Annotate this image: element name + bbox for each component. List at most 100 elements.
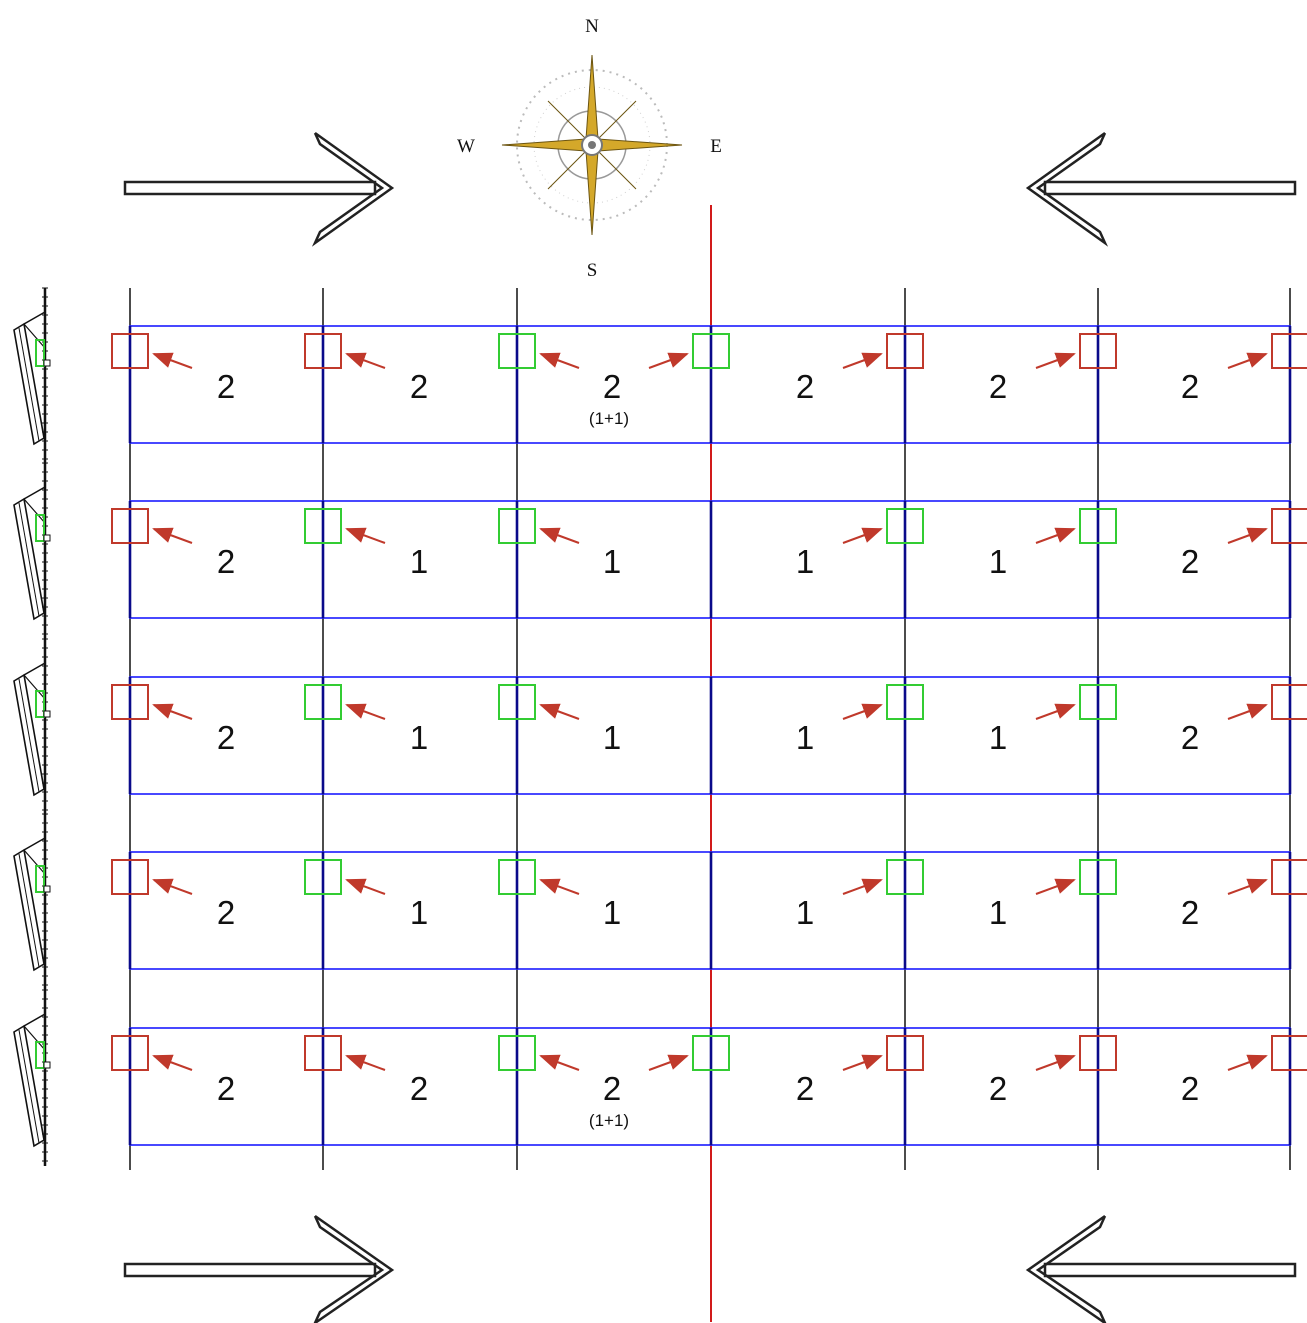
pointer-arrow (539, 352, 580, 369)
compass-south-label: S (587, 260, 598, 281)
marker-red (886, 1035, 924, 1071)
marker-green (304, 859, 342, 895)
row-2-labels: 2 1 1 1 1 2 (217, 719, 1199, 756)
count-label: 2 (217, 1070, 235, 1107)
count-label: 2 (217, 719, 235, 756)
pointer-arrow (842, 352, 883, 369)
marker-red (1271, 859, 1307, 895)
panel-row (128, 1027, 1292, 1146)
pointer-arrow (539, 703, 580, 720)
count-label: 1 (603, 894, 621, 931)
pointer-arrow (539, 878, 580, 895)
count-label: 1 (796, 894, 814, 931)
marker-red (886, 333, 924, 369)
pointer-arrow (842, 703, 883, 720)
direction-arrow-bottom-left (123, 1214, 395, 1323)
count-label: 1 (989, 543, 1007, 580)
marker-red (1271, 684, 1307, 720)
direction-arrow-top-left (123, 131, 395, 247)
panel-rows (128, 325, 1292, 1146)
count-label: 1 (989, 894, 1007, 931)
count-label: 2 (796, 368, 814, 405)
sub-count-label: (1+1) (589, 409, 629, 428)
marker-red (111, 684, 149, 720)
count-label: 2 (989, 1070, 1007, 1107)
marker-green (1079, 508, 1117, 544)
marker-green (498, 684, 536, 720)
pointer-arrow (1227, 1054, 1268, 1071)
pointer-arrow (1035, 878, 1076, 895)
pointer-arrow (345, 703, 386, 720)
count-label: 2 (989, 368, 1007, 405)
pointer-arrow (1035, 703, 1076, 720)
compass-east-label: E (710, 136, 722, 157)
count-label: 2 (603, 1070, 621, 1107)
side-elevation-view (13, 989, 51, 1166)
pointer-arrow (648, 1054, 689, 1071)
marker-red (1271, 333, 1307, 369)
marker-green (498, 859, 536, 895)
marker-green (498, 508, 536, 544)
marker-red (111, 508, 149, 544)
pointer-arrow (1227, 878, 1268, 895)
marker-red (304, 333, 342, 369)
count-label: 2 (603, 368, 621, 405)
side-elevation-views (13, 287, 51, 1166)
count-label: 2 (1181, 1070, 1199, 1107)
count-label: 1 (603, 719, 621, 756)
marker-red (1271, 1035, 1307, 1071)
pointer-arrow (345, 1054, 386, 1071)
pointer-arrow (1227, 527, 1268, 544)
marker-layer (111, 333, 1307, 1071)
marker-red (111, 333, 149, 369)
pointer-arrow (842, 1054, 883, 1071)
marker-red (111, 859, 149, 895)
marker-green (498, 1035, 536, 1071)
count-label: 1 (603, 543, 621, 580)
count-label: 2 (1181, 719, 1199, 756)
count-label: 1 (410, 894, 428, 931)
pointer-arrow (1227, 352, 1268, 369)
marker-red (1079, 333, 1117, 369)
row-4-labels: 2 2 2 2 2 2 (1+1) (217, 1070, 1199, 1130)
pointer-arrow (539, 527, 580, 544)
pointer-arrow (345, 527, 386, 544)
count-label: 1 (410, 719, 428, 756)
count-label: 1 (796, 719, 814, 756)
count-label: 2 (410, 368, 428, 405)
pointer-arrow (1227, 703, 1268, 720)
compass-west-label: W (457, 136, 475, 157)
compass-north-label: N (585, 16, 599, 37)
sub-count-label: (1+1) (589, 1111, 629, 1130)
pointer-arrow (152, 527, 193, 544)
marker-green (304, 508, 342, 544)
marker-green (692, 333, 730, 369)
count-label: 1 (796, 543, 814, 580)
pointer-arrow (1035, 527, 1076, 544)
marker-red (1079, 1035, 1117, 1071)
row-3-labels: 2 1 1 1 1 2 (217, 894, 1199, 931)
count-label: 2 (1181, 543, 1199, 580)
marker-green (886, 859, 924, 895)
count-label: 2 (217, 368, 235, 405)
count-label: 2 (796, 1070, 814, 1107)
marker-red (304, 1035, 342, 1071)
side-elevation-view (13, 638, 51, 815)
marker-green (1079, 859, 1117, 895)
pointer-arrow (1035, 352, 1076, 369)
side-elevation-view (13, 287, 51, 464)
marker-red (1271, 508, 1307, 544)
direction-arrow-top-right (1025, 131, 1297, 247)
count-label: 2 (410, 1070, 428, 1107)
count-label: 2 (217, 894, 235, 931)
count-label: 2 (217, 543, 235, 580)
count-label: 1 (410, 543, 428, 580)
marker-green (886, 684, 924, 720)
pointer-arrow (1035, 1054, 1076, 1071)
pointer-arrow (345, 352, 386, 369)
pointer-arrow (152, 703, 193, 720)
compass-rose: N S W E (457, 16, 722, 281)
pointer-arrow (345, 878, 386, 895)
pointer-arrow (842, 878, 883, 895)
